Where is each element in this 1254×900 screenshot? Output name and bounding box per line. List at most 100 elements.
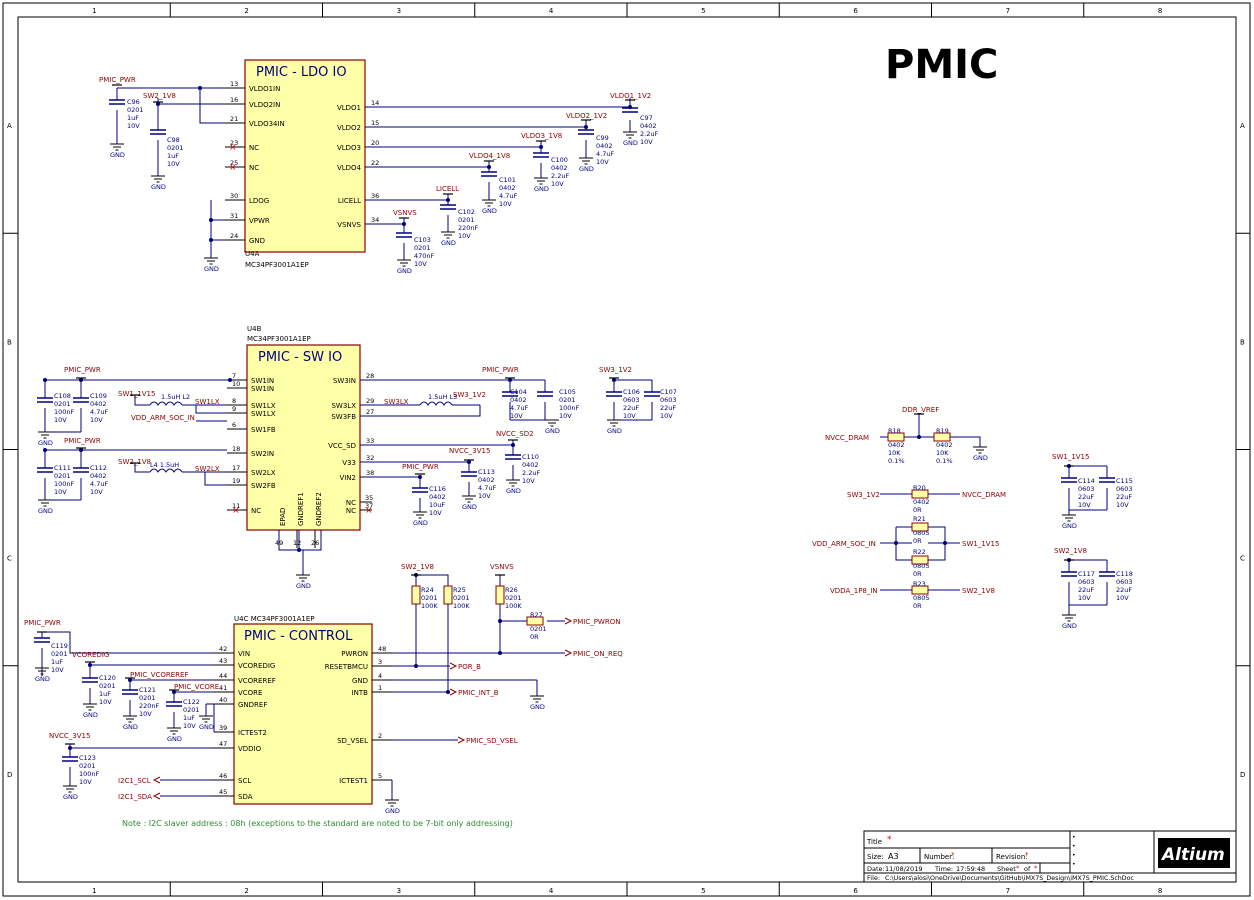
ground-symbol: GND xyxy=(204,257,219,273)
capacitor-label: 4.7uF xyxy=(596,150,614,158)
net-sw2-1v8: SW2_1V8 xyxy=(143,92,176,100)
capacitor-label: 0402 xyxy=(596,142,613,150)
ctrl-block: PMIC - CONTROL U4C MC34PF3001A1EP 42VIN4… xyxy=(24,563,623,828)
svg-text:Altium: Altium xyxy=(1160,845,1225,865)
i2c-note: Note : I2C slaver address : 08h (excepti… xyxy=(122,819,513,828)
ground-label: GND xyxy=(441,239,456,247)
net-sw3-1v2-b: SW3_1V2 xyxy=(599,366,632,374)
tb-time-value: 17:59:48 xyxy=(956,865,985,873)
tb-size-value: A3 xyxy=(888,852,899,861)
ground-label: GND xyxy=(204,265,219,273)
pin-number: 27 xyxy=(366,408,374,416)
zone-col-label: 4 xyxy=(549,887,554,895)
resistor-label: 0201 xyxy=(421,594,438,602)
pin-number: 5 xyxy=(378,772,382,780)
pin-number: 12 xyxy=(293,539,301,547)
resistor-label: 0R xyxy=(530,633,539,641)
pin-name: NC xyxy=(249,144,259,152)
net-nvcc-dram: NVCC_DRAM xyxy=(825,434,869,442)
capacitor-label: 10V xyxy=(99,698,112,706)
pin-number: 42 xyxy=(219,645,227,653)
ground-symbol: GND xyxy=(167,727,182,743)
capacitor-label: 4.7uF xyxy=(510,404,528,412)
pin-number: 38 xyxy=(366,469,374,477)
net-pmic-pwr-4: PMIC_PWR xyxy=(482,366,519,374)
pin-number: 20 xyxy=(371,139,379,147)
nc-marker: × xyxy=(365,506,373,516)
resistor-label: 0R xyxy=(913,602,922,610)
pin-number: 48 xyxy=(378,645,386,653)
capacitor-label: C106 xyxy=(623,388,640,396)
tb-of-label: of xyxy=(1024,865,1031,873)
zone-row-label: C xyxy=(7,555,12,563)
zone-col-label: 3 xyxy=(397,887,401,895)
capacitor-label: C119 xyxy=(51,642,68,650)
pin-number: 7 xyxy=(232,372,236,380)
pin-number: 18 xyxy=(232,445,240,453)
capacitor-label: 220nF xyxy=(458,224,479,232)
zone-col-label: 8 xyxy=(1158,887,1162,895)
capacitor-label: C115 xyxy=(1116,477,1133,485)
net-vldo2: VLDO2_1V2 xyxy=(566,112,607,120)
pin-number: 9 xyxy=(232,405,236,413)
pin-number: 35 xyxy=(365,494,373,502)
capacitor-label: C98 xyxy=(167,136,180,144)
net-vsnvs-2: VSNVS xyxy=(490,563,514,571)
ground-symbol: GND xyxy=(413,511,428,527)
ground-label: GND xyxy=(1062,522,1077,530)
pin-number: 13 xyxy=(230,80,238,88)
pin-name: SD_VSEL xyxy=(337,737,368,745)
pin-name: GNDREF2 xyxy=(315,492,323,526)
pin-name: NC xyxy=(249,164,259,172)
net-nvcc-dram-2: NVCC_DRAM xyxy=(962,491,1006,499)
zone-col-label: 7 xyxy=(1006,7,1010,15)
capacitor-label: 220nF xyxy=(139,702,160,710)
inductor-coils xyxy=(149,401,453,473)
capacitor-label: C117 xyxy=(1078,570,1095,578)
capacitor-label: 1uF xyxy=(99,690,111,698)
capacitor-label: C108 xyxy=(54,392,71,400)
tb-date-label: Date: xyxy=(867,865,885,873)
resistor-label: 0.1% xyxy=(936,457,953,465)
pin-name: EPAD xyxy=(279,508,287,526)
pin-name: SCL xyxy=(238,777,251,785)
pin-number: 21 xyxy=(230,115,238,123)
capacitor-label: 10V xyxy=(1078,501,1091,509)
resistor-label: 100K xyxy=(453,602,470,610)
resistor-label: R25 xyxy=(453,586,466,594)
capacitor-label: 0603 xyxy=(1078,485,1095,493)
resistor-label: 0R xyxy=(913,570,922,578)
capacitor-label: 0201 xyxy=(167,144,184,152)
net-sw2lx: SW2LX xyxy=(195,465,220,473)
ground-label: GND xyxy=(530,703,545,711)
pin-name: SW2IN xyxy=(251,450,274,458)
pin-name: VCOREREF xyxy=(238,677,276,685)
capacitor-label: 10V xyxy=(1078,594,1091,602)
ground-label: GND xyxy=(506,487,521,495)
inductor-l4: L4 1.5uH xyxy=(150,461,179,469)
pin-name: SW3LX xyxy=(331,402,356,410)
sw-designator: U4B xyxy=(247,325,262,333)
capacitor-label: 10V xyxy=(660,412,673,420)
capacitor-label: 0201 xyxy=(559,396,576,404)
pin-name: VPWR xyxy=(249,217,270,225)
ground-symbol: GND xyxy=(482,199,497,215)
pin-name: GNDREF xyxy=(238,701,267,709)
capacitor-label: C101 xyxy=(499,176,516,184)
net-sw1lx: SW1LX xyxy=(195,398,220,406)
pin-number: 37 xyxy=(365,502,373,510)
pin-name: LICELL xyxy=(338,197,361,205)
pin-number: 11 xyxy=(232,502,240,510)
pin-name: VIN xyxy=(238,650,250,658)
net-sw2-1v8-4: SW2_1V8 xyxy=(962,587,995,595)
tb-dots: • xyxy=(1072,834,1076,841)
zone-col-label: 2 xyxy=(244,7,248,15)
capacitor-label: 10V xyxy=(478,492,491,500)
